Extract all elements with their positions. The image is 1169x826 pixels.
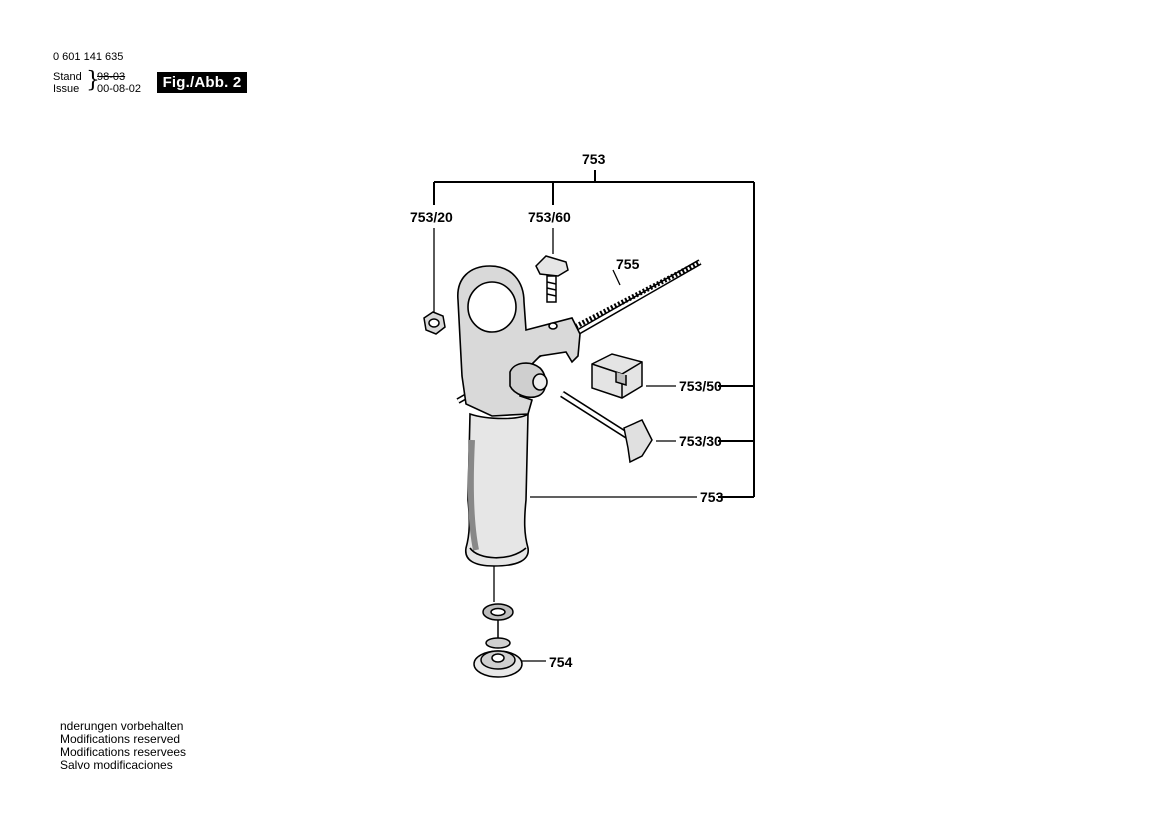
end-cap-part-754 [473,603,523,678]
hex-nut-part-753-20 [423,311,446,335]
notice-line-french: Modifications reservees [60,745,187,759]
label-753-50: 753/50 [679,378,722,394]
label-753-20: 753/20 [410,209,453,225]
notice-line-german: nderungen vorbehalten [60,719,184,733]
brace-symbol: } [86,68,100,93]
label-753-60: 753/60 [528,209,571,225]
auxiliary-handle-body [457,265,581,567]
callout-brackets [433,170,755,498]
clamp-screw-part-753-30 [560,391,653,464]
issue-date: 00-08-02 [97,83,142,95]
notice-line-english: Modifications reserved [60,732,181,746]
label-753-30: 753/30 [679,433,722,449]
stop-block-part-753-50 [591,353,643,399]
issue-label: Issue [53,83,80,95]
modifications-notice: nderungen vorbehalten Modifications rese… [60,720,186,772]
label-753-handle: 753 [700,489,724,505]
leader-755 [612,269,621,286]
stand-date: 98-03 [97,71,126,83]
wing-screw-part-753-60 [535,255,569,303]
label-754: 754 [549,654,573,670]
leader-lines [433,228,697,662]
part-number: 0 601 141 635 [53,51,124,63]
stand-label: Stand [53,71,82,83]
figure-badge: Fig./Abb. 2 [157,72,247,93]
notice-line-spanish: Salvo modificaciones [60,758,173,772]
label-755: 755 [616,256,640,272]
label-753-top: 753 [582,151,606,167]
